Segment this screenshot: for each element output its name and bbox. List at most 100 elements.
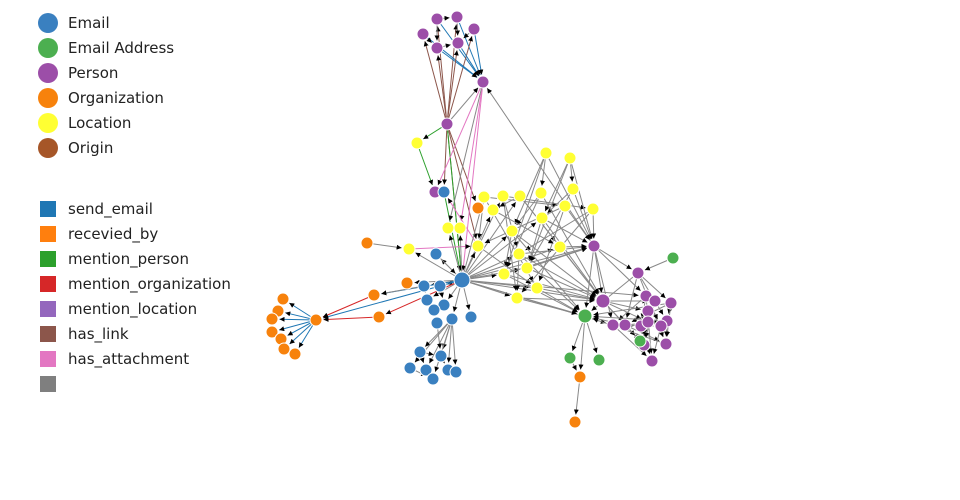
graph-node[interactable] — [563, 351, 577, 365]
legend-item-mention-person[interactable]: mention_person — [38, 246, 231, 271]
graph-node[interactable] — [595, 293, 611, 309]
legend-item-email-address[interactable]: Email Address — [38, 35, 231, 60]
graph-node[interactable] — [510, 291, 524, 305]
has-attachment-edge-swatch — [40, 350, 56, 367]
graph-node[interactable] — [445, 312, 459, 326]
graph-node[interactable] — [558, 199, 572, 213]
graph-node[interactable] — [496, 189, 510, 203]
graph-node[interactable] — [587, 239, 601, 253]
graph-node[interactable] — [467, 22, 481, 36]
graph-node[interactable] — [513, 189, 527, 203]
graph-node[interactable] — [419, 363, 433, 377]
graph-node[interactable] — [606, 318, 620, 332]
graph-node[interactable] — [666, 251, 680, 265]
graph-node[interactable] — [520, 261, 534, 275]
graph-node[interactable] — [477, 190, 491, 204]
graph-node[interactable] — [648, 294, 662, 308]
graph-node[interactable] — [534, 186, 548, 200]
graph-node[interactable] — [476, 75, 490, 89]
graph-node[interactable] — [535, 211, 549, 225]
graph-node[interactable] — [288, 347, 302, 361]
graph-node[interactable] — [586, 202, 600, 216]
graph-node[interactable] — [276, 292, 290, 306]
legend-item-location[interactable]: Location — [38, 110, 231, 135]
graph-node[interactable] — [420, 293, 434, 307]
graph-node[interactable] — [453, 271, 471, 289]
graph-node[interactable] — [645, 354, 659, 368]
legend-label: mention_person — [68, 249, 189, 268]
graph-node[interactable] — [430, 41, 444, 55]
legend-item-has-link[interactable]: has_link — [38, 321, 231, 346]
graph-node[interactable] — [400, 276, 414, 290]
graph-node[interactable] — [573, 370, 587, 384]
graph-node[interactable] — [563, 151, 577, 165]
graph-node[interactable] — [641, 304, 655, 318]
graph-node[interactable] — [512, 247, 526, 261]
graph-node[interactable] — [410, 136, 424, 150]
graph-edge — [514, 152, 547, 225]
graph-node[interactable] — [367, 288, 381, 302]
graph-node[interactable] — [553, 240, 567, 254]
graph-node[interactable] — [486, 203, 500, 217]
legend-item-organization[interactable]: Organization — [38, 85, 231, 110]
graph-edge — [525, 208, 594, 251]
send-email-edge-swatch — [40, 200, 56, 217]
legend-item-default-edge[interactable] — [38, 371, 231, 396]
graph-node[interactable] — [641, 315, 655, 329]
graph-node[interactable] — [437, 185, 451, 199]
graph-edge — [451, 318, 458, 365]
graph-node[interactable] — [664, 296, 678, 310]
graph-node[interactable] — [440, 117, 454, 131]
graph-node[interactable] — [530, 281, 544, 295]
graph-node[interactable] — [633, 334, 647, 348]
graph-node[interactable] — [413, 345, 427, 359]
graph-node[interactable] — [471, 201, 485, 215]
graph-node[interactable] — [592, 353, 606, 367]
graph-node[interactable] — [430, 12, 444, 26]
legend-item-send-email[interactable]: send_email — [38, 196, 231, 221]
graph-node[interactable] — [429, 247, 443, 261]
graph-node[interactable] — [265, 312, 279, 326]
graph-node[interactable] — [402, 242, 416, 256]
graph-node[interactable] — [654, 319, 668, 333]
graph-node[interactable] — [453, 221, 467, 235]
graph-node[interactable] — [471, 239, 485, 253]
graph-node[interactable] — [449, 365, 463, 379]
legend-item-has-attachment[interactable]: has_attachment — [38, 346, 231, 371]
graph-node[interactable] — [659, 337, 673, 351]
graph-node[interactable] — [430, 316, 444, 330]
graph-node[interactable] — [464, 310, 478, 324]
graph-node[interactable] — [360, 236, 374, 250]
graph-node[interactable] — [451, 36, 465, 50]
graph-edge — [446, 87, 479, 125]
legend-item-mention-organization[interactable]: mention_organization — [38, 271, 231, 296]
graph-node[interactable] — [277, 342, 291, 356]
graph-node[interactable] — [372, 310, 386, 324]
graph-node[interactable] — [618, 318, 632, 332]
graph-node[interactable] — [450, 10, 464, 24]
graph-node[interactable] — [433, 279, 447, 293]
graph-node[interactable] — [426, 372, 440, 386]
graph-node[interactable] — [434, 349, 448, 363]
graph-node[interactable] — [497, 267, 511, 281]
graph-node[interactable] — [539, 146, 553, 160]
graph-node[interactable] — [568, 415, 582, 429]
graph-node[interactable] — [309, 313, 323, 327]
legend-item-recevied-by[interactable]: recevied_by — [38, 221, 231, 246]
legend-item-mention-location[interactable]: mention_location — [38, 296, 231, 321]
graph-node[interactable] — [417, 279, 431, 293]
graph-node[interactable] — [566, 182, 580, 196]
graph-node[interactable] — [427, 303, 441, 317]
graph-node[interactable] — [416, 27, 430, 41]
legend-item-person[interactable]: Person — [38, 60, 231, 85]
graph-edge — [446, 123, 464, 271]
graph-node[interactable] — [403, 361, 417, 375]
graph-node[interactable] — [577, 308, 593, 324]
legend-item-origin[interactable]: Origin — [38, 135, 231, 160]
legend-item-email[interactable]: Email — [38, 10, 231, 35]
graph-node[interactable] — [265, 325, 279, 339]
graph-node[interactable] — [505, 224, 519, 238]
graph-node[interactable] — [441, 221, 455, 235]
graph-node[interactable] — [631, 266, 645, 280]
